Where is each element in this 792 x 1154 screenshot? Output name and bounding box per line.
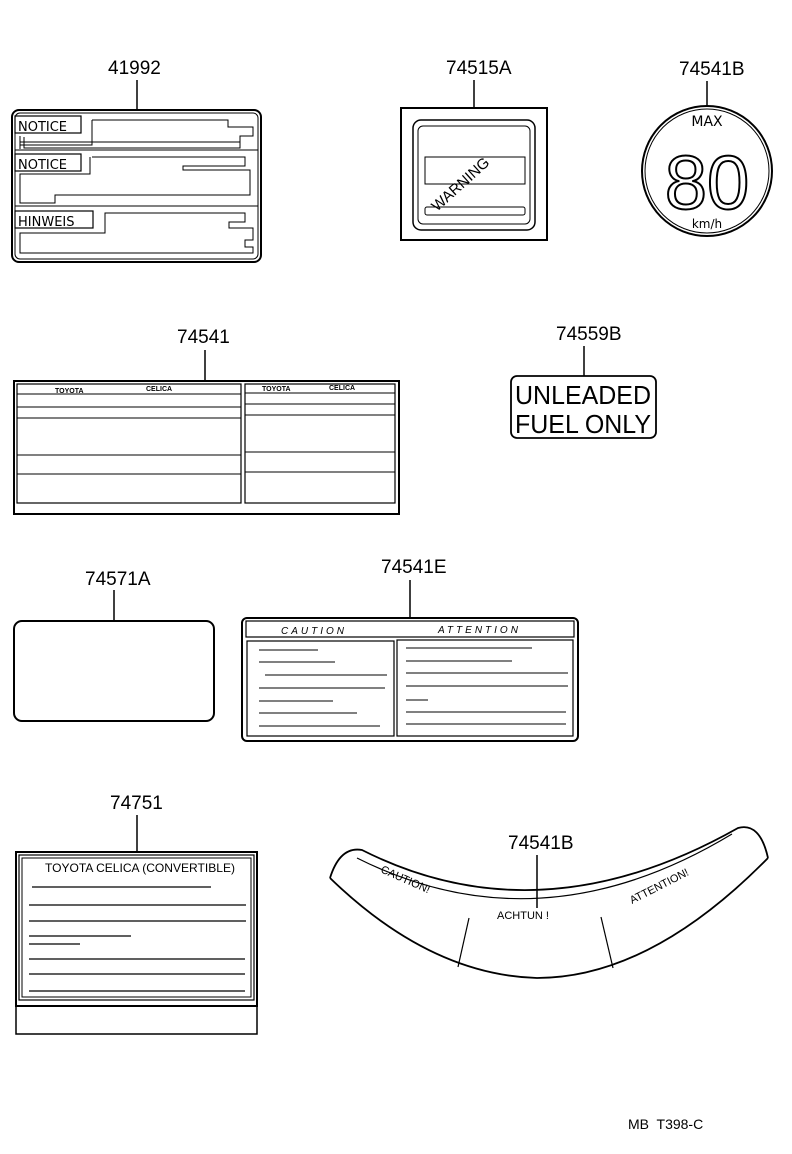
part-74571A[interactable]: 74571A bbox=[13, 569, 215, 722]
part-number-label: 74515A bbox=[446, 58, 512, 79]
title-text: TOYOTA CELICA (CONVERTIBLE) bbox=[45, 861, 235, 875]
achtun-text: ACHTUN ! bbox=[497, 910, 549, 922]
unit-text: km/h bbox=[692, 217, 722, 231]
max-text: MAX bbox=[691, 114, 723, 130]
part-74751[interactable]: 74751 TOYOTA CELICA (CONVERTIBLE) bbox=[15, 793, 258, 1035]
caution-header: CAUTION bbox=[281, 626, 347, 637]
left-model-text: CELICA bbox=[146, 386, 172, 393]
attention-header: ATTENTION bbox=[437, 625, 521, 636]
label-outline bbox=[241, 617, 579, 742]
label-outline bbox=[510, 375, 657, 439]
label-outline bbox=[13, 380, 400, 515]
unleaded-text: UNLEADED bbox=[515, 380, 651, 410]
speed-value: 80 bbox=[665, 141, 750, 226]
part-74541B-speed-label[interactable]: 74541B MAX 80 km/h bbox=[641, 59, 773, 237]
right-brand-text: TOYOTA bbox=[262, 386, 291, 393]
part-74541[interactable]: 74541 TOYOTA CELICA TOYOTA CELICA bbox=[13, 327, 400, 515]
label-outline bbox=[11, 109, 262, 263]
part-number-label: 74541B bbox=[508, 833, 574, 854]
fuel-only-text: FUEL ONLY bbox=[515, 409, 651, 439]
part-number-label: 74541 bbox=[177, 327, 230, 348]
part-number-label: 41992 bbox=[108, 58, 161, 79]
label-outline bbox=[400, 107, 548, 241]
panel-1-heading: NOTICE bbox=[18, 120, 67, 135]
part-number-label: 74751 bbox=[110, 793, 163, 814]
label-outline bbox=[329, 826, 769, 891]
part-74541B-arc-label[interactable]: 74541B CAUTION! ACHTUN ! ATTENTION! bbox=[329, 826, 769, 979]
panel-2-heading: NOTICE bbox=[18, 158, 67, 173]
panel-3-heading: HINWEIS bbox=[18, 215, 75, 230]
right-model-text: CELICA bbox=[329, 385, 355, 392]
part-74515A[interactable]: 74515A WARNING bbox=[400, 58, 548, 241]
part-number-label: 74541E bbox=[381, 557, 447, 578]
left-brand-text: TOYOTA bbox=[55, 388, 84, 395]
label-outline bbox=[641, 105, 773, 237]
part-number-label: 74571A bbox=[85, 569, 151, 590]
label-outline bbox=[13, 620, 215, 722]
part-74559B[interactable]: 74559B UNLEADED FUEL ONLY bbox=[510, 324, 657, 439]
diagram-code: MB T398-C bbox=[628, 1116, 703, 1132]
part-number-label: 74541B bbox=[679, 59, 745, 80]
warning-text: WARNING bbox=[428, 154, 493, 215]
part-74541E[interactable]: 74541E CAUTION ATTENTION bbox=[241, 557, 579, 742]
label-outline bbox=[15, 851, 258, 1007]
part-number-label: 74559B bbox=[556, 324, 622, 345]
part-41992[interactable]: 41992 NOTICE WARNING NOTICE HINWEIS bbox=[11, 58, 262, 263]
